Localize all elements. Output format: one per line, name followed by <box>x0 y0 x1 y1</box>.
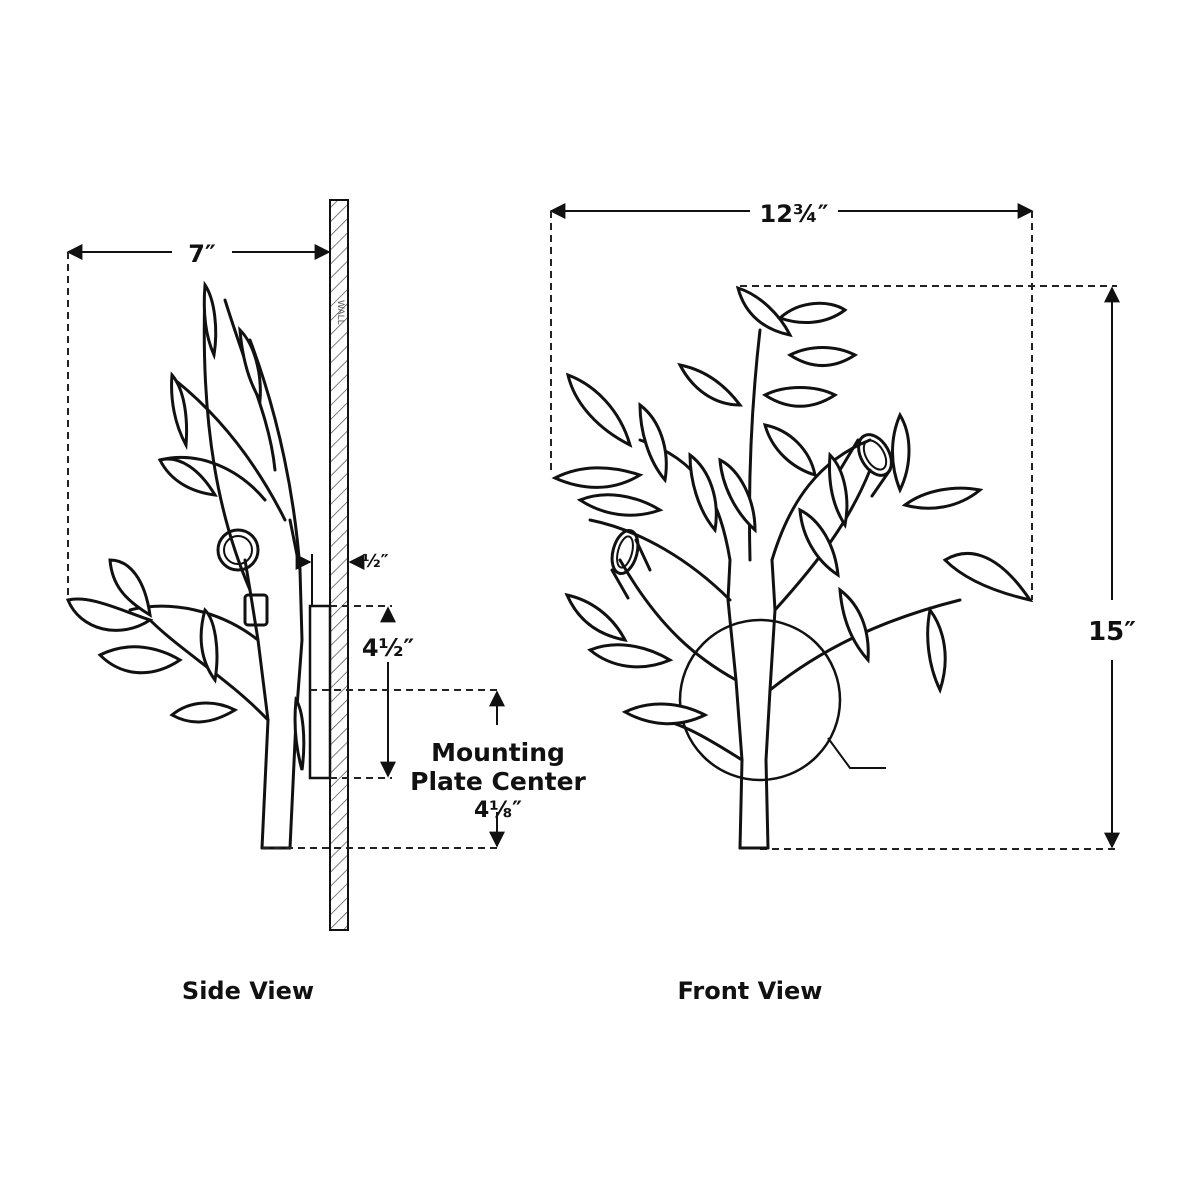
side-view-caption: Side View <box>182 977 314 1005</box>
front-view-caption: Front View <box>678 977 823 1005</box>
plate-offset-dimension: ½″ <box>295 551 389 606</box>
plate-height-dimension: 4½″ <box>330 605 415 779</box>
mounting-plate <box>308 604 332 780</box>
mounting-value: 4⅛″ <box>474 798 522 823</box>
height-label: 15″ <box>1088 617 1136 647</box>
plate-offset-label: ½″ <box>362 551 389 572</box>
mounting-label-line1: Mounting <box>431 738 565 767</box>
sconce-side-silhouette <box>65 280 306 850</box>
backplate <box>678 618 886 782</box>
plate-height-label: 4½″ <box>362 634 415 662</box>
depth-dimension: 7″ <box>66 240 331 600</box>
wall: WALL <box>329 199 349 931</box>
depth-label: 7″ <box>188 240 216 268</box>
mounting-label-line2: Plate Center <box>410 767 586 796</box>
height-dimension: 15″ <box>740 285 1136 850</box>
wall-label: WALL <box>335 300 345 325</box>
sconce-front-silhouette <box>551 285 1034 850</box>
width-dimension: 12¾″ <box>549 200 1034 600</box>
front-view: 12¾″ 15″ <box>549 200 1136 1005</box>
side-view: WALL 7″ <box>65 199 587 1005</box>
width-label: 12¾″ <box>760 200 829 228</box>
mounting-center-dimension: Mounting Plate Center 4⅛″ <box>262 689 587 849</box>
